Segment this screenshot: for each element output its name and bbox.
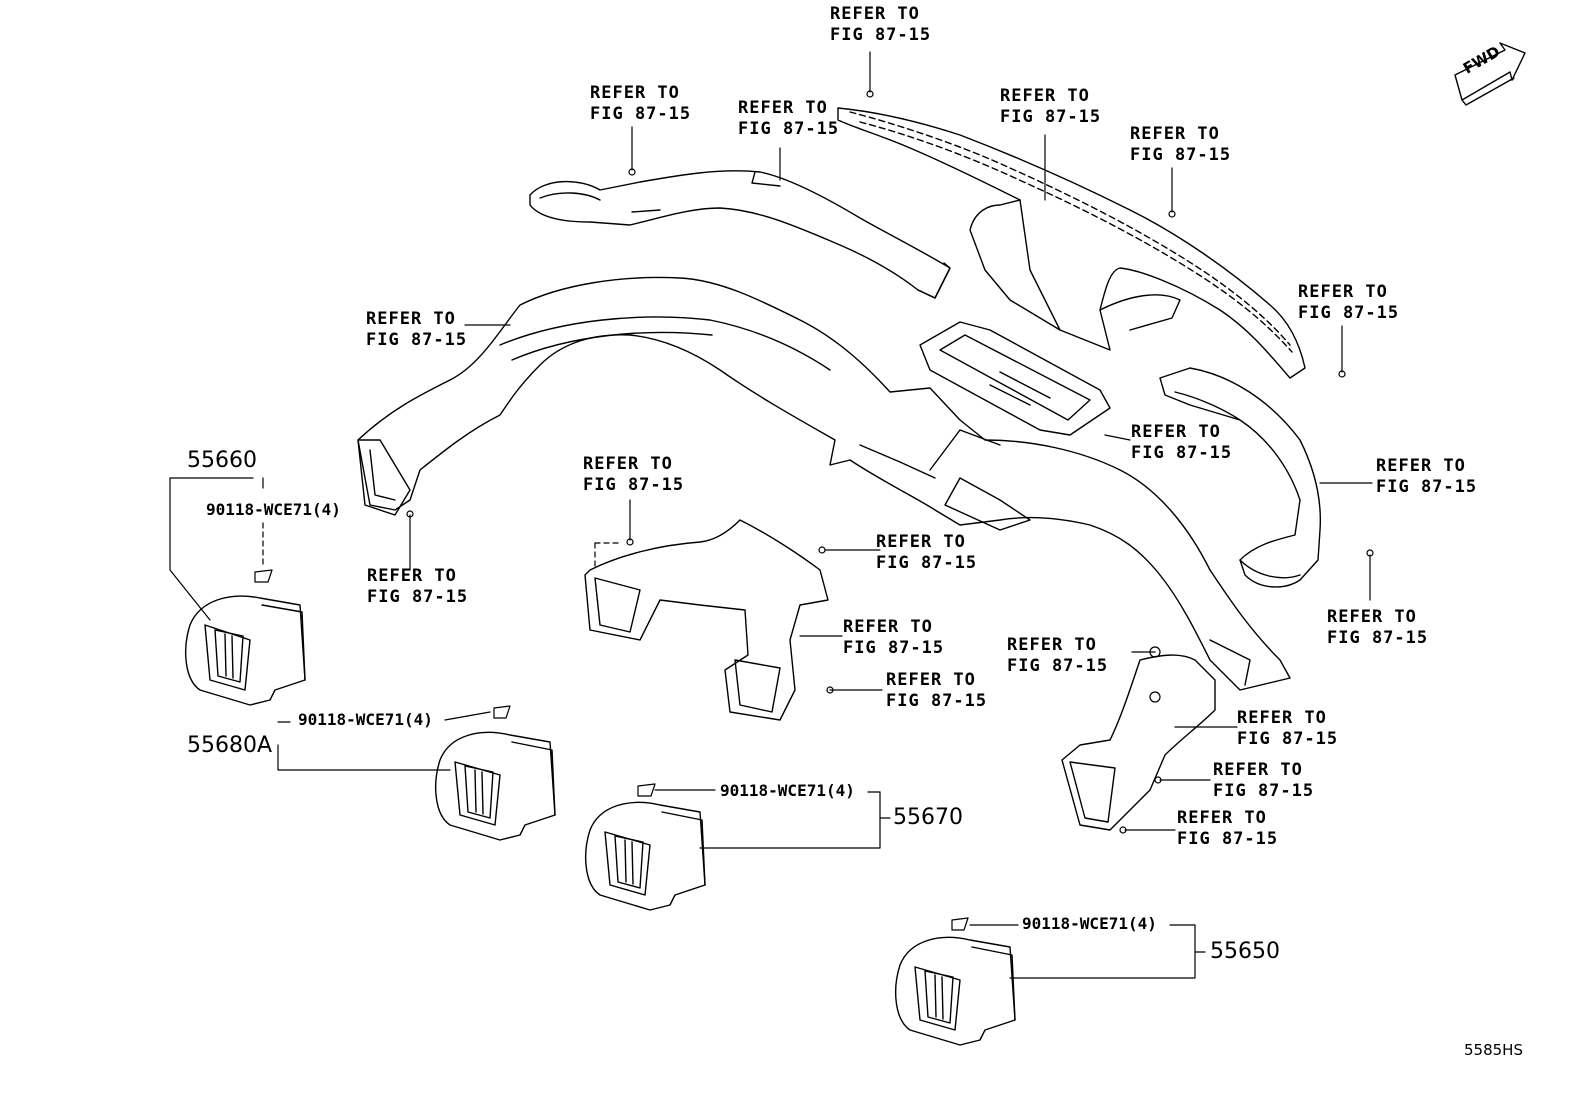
part-number-55650: 55650	[1210, 939, 1280, 964]
clip-part-number-55670: 90118-WCE71(4)	[720, 781, 855, 800]
register-55680a	[435, 731, 556, 841]
refer-line1: REFER TO	[830, 4, 920, 24]
refer-to-callout-right-duct: REFER TO FIG 87-15	[1376, 456, 1477, 498]
refer-to-callout-top: REFER TO FIG 87-15	[830, 4, 931, 46]
refer-line2: FIG 87-15	[886, 691, 988, 711]
refer-line1: REFER TO	[590, 83, 680, 103]
refer-line1: REFER TO	[367, 566, 457, 586]
refer-line1: REFER TO	[583, 454, 673, 474]
refer-to-callout-lower-center-mid: REFER TO FIG 87-15	[843, 617, 944, 659]
clip-part-number-55680a: 90118-WCE71(4)	[298, 710, 433, 729]
refer-line1: REFER TO	[876, 532, 966, 552]
refer-line1: REFER TO	[1131, 422, 1221, 442]
refer-line2: FIG 87-15	[367, 587, 469, 607]
refer-line1: REFER TO	[1007, 635, 1097, 655]
refer-to-callout-lower-center-right: REFER TO FIG 87-15	[876, 532, 977, 574]
clip-part-number-55650: 90118-WCE71(4)	[1022, 914, 1157, 933]
lower-center-duct	[584, 519, 829, 721]
refer-line2: FIG 87-15	[1237, 729, 1339, 749]
refer-to-callout-lower-center-bottom: REFER TO FIG 87-15	[886, 670, 987, 712]
refer-line2: FIG 87-15	[738, 119, 840, 139]
register-55670	[585, 801, 706, 911]
clip-icon	[254, 569, 969, 931]
refer-line1: REFER TO	[1376, 456, 1466, 476]
refer-to-callout-lower-right-top: REFER TO FIG 87-15	[1007, 635, 1108, 677]
refer-line1: REFER TO	[1298, 282, 1388, 302]
leader-lines	[169, 51, 1373, 979]
part-number-55660: 55660	[187, 448, 257, 473]
refer-line1: REFER TO	[1130, 124, 1220, 144]
register-55660	[185, 595, 306, 706]
refer-line2: FIG 87-15	[876, 553, 978, 573]
screw-icon	[406, 90, 1374, 834]
refer-to-callout-lower-right-bottom: REFER TO FIG 87-15	[1177, 808, 1278, 850]
refer-line1: REFER TO	[1213, 760, 1303, 780]
refer-line2: FIG 87-15	[590, 104, 692, 124]
refer-line2: FIG 87-15	[1327, 628, 1429, 648]
refer-line2: FIG 87-15	[1213, 781, 1315, 801]
lower-right-duct	[1061, 654, 1216, 831]
right-side-duct	[1159, 367, 1322, 588]
refer-to-callout-lower-center: REFER TO FIG 87-15	[583, 454, 684, 496]
refer-to-callout-upper-duct: REFER TO FIG 87-15	[738, 98, 839, 140]
register-55650	[895, 936, 1016, 1046]
refer-to-callout-defroster: REFER TO FIG 87-15	[1000, 86, 1101, 128]
refer-line1: REFER TO	[1000, 86, 1090, 106]
refer-to-callout-main-duct-end: REFER TO FIG 87-15	[367, 566, 468, 608]
refer-line2: FIG 87-15	[1000, 107, 1102, 127]
refer-line1: REFER TO	[843, 617, 933, 637]
refer-line1: REFER TO	[738, 98, 828, 118]
refer-to-callout-main-duct: REFER TO FIG 87-15	[366, 309, 467, 351]
refer-line2: FIG 87-15	[1130, 145, 1232, 165]
fwd-arrow-icon	[1454, 42, 1526, 106]
refer-to-callout-upper-left-duct: REFER TO FIG 87-15	[590, 83, 691, 125]
refer-to-callout-lower-right-mid: REFER TO FIG 87-15	[1213, 760, 1314, 802]
refer-line2: FIG 87-15	[1177, 829, 1279, 849]
diagram-code: 5585HS	[1464, 1041, 1523, 1059]
refer-line1: REFER TO	[1177, 808, 1267, 828]
refer-to-callout-defroster-end: REFER TO FIG 87-15	[1298, 282, 1399, 324]
refer-to-callout-right-duct-end: REFER TO FIG 87-15	[1327, 607, 1428, 649]
refer-line1: REFER TO	[1327, 607, 1417, 627]
refer-line2: FIG 87-15	[843, 638, 945, 658]
refer-to-callout-center-housing: REFER TO FIG 87-15	[1131, 422, 1232, 464]
part-number-55670: 55670	[893, 805, 963, 830]
refer-to-callout-defroster-right: REFER TO FIG 87-15	[1130, 124, 1231, 166]
part-number-55680a: 55680A	[187, 733, 273, 758]
refer-line2: FIG 87-15	[1298, 303, 1400, 323]
refer-line2: FIG 87-15	[366, 330, 468, 350]
refer-line1: REFER TO	[886, 670, 976, 690]
defroster-nozzle	[837, 107, 1306, 379]
refer-line2: FIG 87-15	[583, 475, 685, 495]
refer-line2: FIG 87-15	[1131, 443, 1233, 463]
main-lower-duct	[357, 276, 1291, 691]
refer-line2: FIG 87-15	[1376, 477, 1478, 497]
refer-line1: REFER TO	[1237, 708, 1327, 728]
upper-left-duct	[529, 170, 951, 299]
refer-line2: FIG 87-15	[1007, 656, 1109, 676]
center-register-housing	[919, 321, 1111, 436]
refer-line1: REFER TO	[366, 309, 456, 329]
clip-part-number-55660: 90118-WCE71(4)	[206, 500, 341, 519]
refer-to-callout-lower-right-side: REFER TO FIG 87-15	[1237, 708, 1338, 750]
refer-line2: FIG 87-15	[830, 25, 932, 45]
